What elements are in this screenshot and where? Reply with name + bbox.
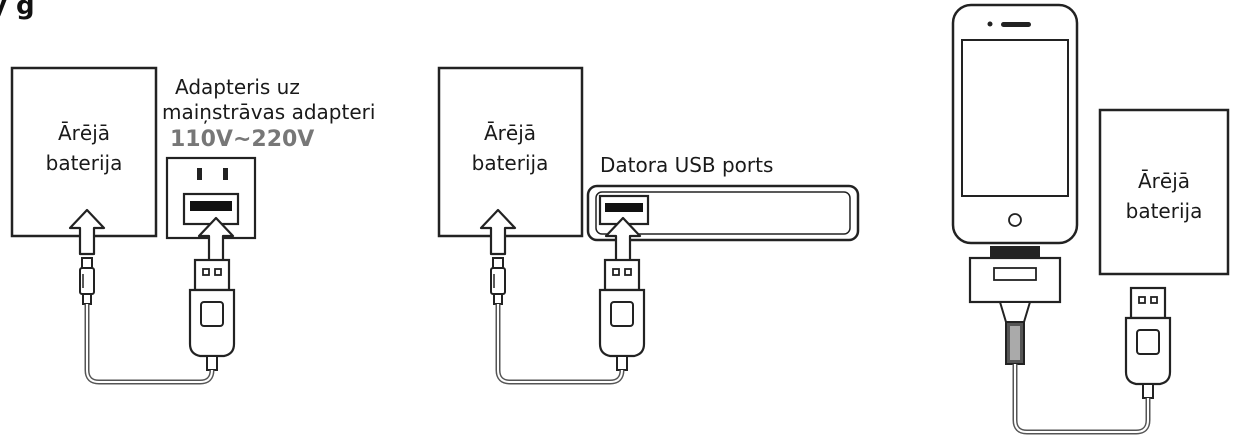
battery-label-line1: Ārējā (484, 121, 536, 145)
battery-label-line1: Ārējā (58, 121, 110, 145)
phone-speaker (1001, 22, 1031, 27)
usb-port-label: Datora USB ports (600, 153, 773, 177)
usb-plug (1124, 286, 1172, 400)
usb-plug (598, 258, 646, 372)
adapter-prong (223, 168, 228, 180)
micro-usb-plug (79, 257, 95, 305)
home-button-icon (1008, 213, 1022, 227)
battery-label-line2: baterija (1126, 199, 1203, 223)
battery-label-line2: baterija (46, 151, 123, 175)
adapter-prong (197, 168, 202, 180)
panel-adapter-charging: Ārējā baterija Adapteris uz maiņstrāvas … (10, 66, 375, 385)
external-battery-box (437, 66, 584, 238)
battery-label-line2: baterija (472, 151, 549, 175)
panel-phone-charging: Ārējā baterija (951, 3, 1230, 435)
external-battery-box (1098, 108, 1230, 276)
computer-edge (586, 184, 860, 242)
micro-usb-plug (490, 257, 506, 305)
adapter-label-line2: maiņstrāvas adapteri (162, 100, 375, 124)
phone-screen (961, 39, 1069, 197)
battery-label-line1: Ārējā (1138, 169, 1190, 193)
title-fragment: y g (0, 0, 35, 21)
dock-connector-tip (990, 246, 1040, 258)
panel-computer-usb-charging: Ārējā baterija Datora USB ports (437, 66, 860, 385)
external-battery-box (10, 66, 158, 238)
voltage-label: 110V~220V (170, 127, 314, 152)
usb-plug (188, 258, 236, 372)
adapter-label-line1: Adapteris uz (175, 75, 300, 99)
